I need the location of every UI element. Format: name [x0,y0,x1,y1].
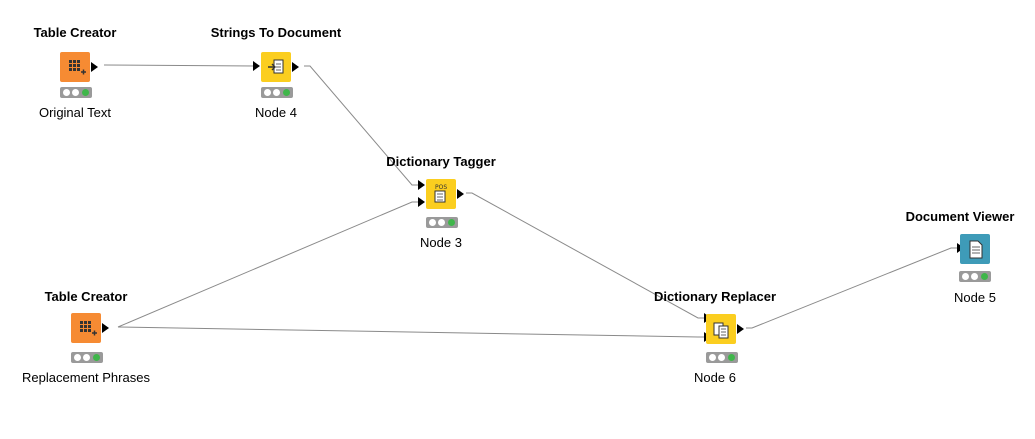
dictionary-tagger-icon[interactable]: POS [426,179,456,209]
node-label[interactable]: Node 4 [255,105,297,120]
node-title: Dictionary Replacer [653,289,777,304]
node-document-viewer[interactable]: Document Viewer Node 5 [865,209,1035,319]
status-traffic-light [261,87,293,98]
connection-replacement-to-node3[interactable] [117,201,418,328]
output-port[interactable] [102,323,109,333]
node-title: Document Viewer [905,209,1015,224]
connection-node3-to-node6[interactable] [466,192,704,319]
table-creator-icon[interactable] [71,313,101,343]
node-dictionary-tagger[interactable]: Dictionary Tagger POS Node 3 [351,154,531,264]
dictionary-replacer-icon[interactable] [706,314,736,344]
output-port[interactable] [457,189,464,199]
status-traffic-light [71,352,103,363]
node-dictionary-replacer[interactable]: Dictionary Replacer Node 6 [625,289,805,399]
input-port-node3-bottom[interactable] [418,197,425,207]
node-label[interactable]: Node 5 [954,290,996,305]
node-original-text[interactable]: Table Creator Original Text [0,25,165,135]
node-title: Table Creator [44,289,128,304]
connection-replacement-to-node6[interactable] [117,326,704,338]
connection-node4-to-node3[interactable] [304,65,418,186]
status-traffic-light [426,217,458,228]
node-title: Table Creator [33,25,117,40]
node-replacement-phrases[interactable]: Table Creator Replacement Phrases [0,289,176,399]
output-port[interactable] [737,324,744,334]
document-viewer-icon[interactable] [960,234,990,264]
node-label[interactable]: Original Text [38,105,111,120]
svg-text:POS: POS [435,184,447,191]
table-creator-icon[interactable] [60,52,90,82]
node-title: Dictionary Tagger [386,154,496,169]
connection-node6-to-node5[interactable] [746,247,957,329]
node-label[interactable]: Replacement Phrases [22,370,150,385]
input-port-node3-top[interactable] [418,180,425,190]
status-traffic-light [959,271,991,282]
status-traffic-light [60,87,92,98]
node-title: Strings To Document [210,25,342,40]
input-port-node4[interactable] [253,61,260,71]
connection-original-text-to-node4[interactable] [103,64,256,67]
output-port[interactable] [91,62,98,72]
strings-to-document-icon[interactable] [261,52,291,82]
status-traffic-light [706,352,738,363]
node-label[interactable]: Node 6 [694,370,736,385]
node-label[interactable]: Node 3 [420,235,462,250]
node-strings-to-document[interactable]: Strings To Document Node 4 [186,25,366,135]
output-port[interactable] [292,62,299,72]
